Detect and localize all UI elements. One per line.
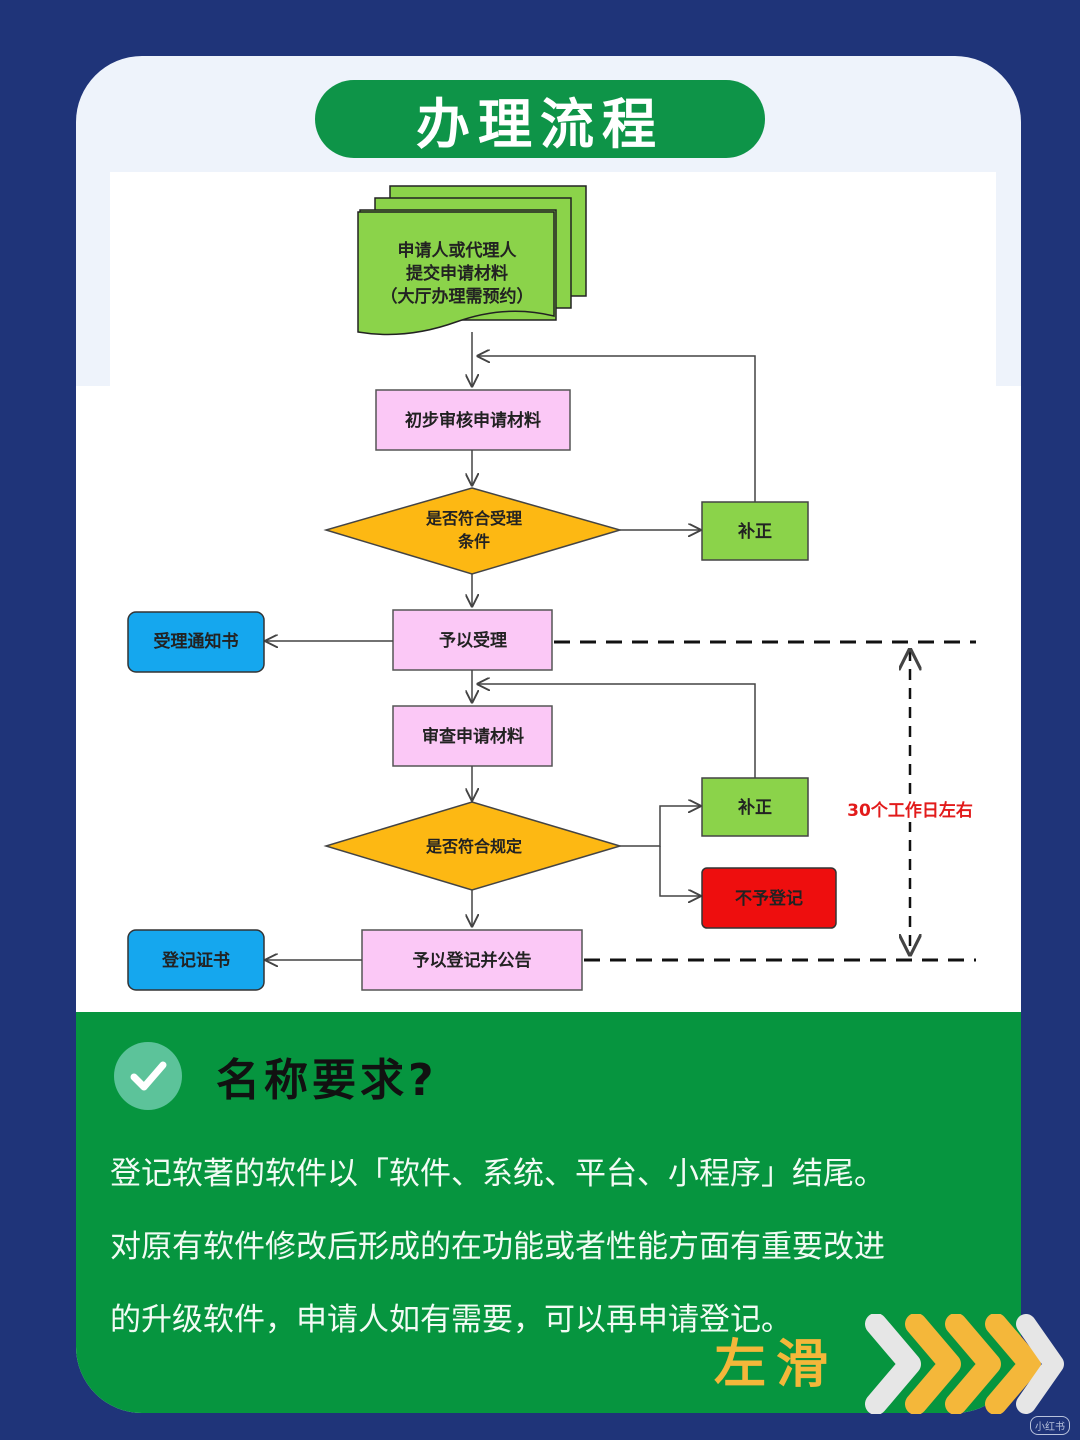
requirement-line-3: 的升级软件，申请人如有需要，可以再申请登记。 [110,1302,792,1338]
watermark: 小红书 [1030,1416,1070,1435]
content-card: 办理流程 申请人或代理人 提交申请材料 （大厅办理需预约） [76,56,1021,1413]
flowchart-svg: 申请人或代理人 提交申请材料 （大厅办理需预约） 初步审核申请材料 是否符合受理… [127,185,976,991]
accept-node: 予以受理 [392,609,553,671]
requirements-text: 登记软著的软件以「软件、系统、平台、小程序」结尾。 对原有软件修改后形成的在功能… [110,1138,990,1357]
flowchart: 申请人或代理人 提交申请材料 （大厅办理需预约） 初步审核申请材料 是否符合受理… [110,172,996,1014]
decision1-line-2: 条件 [457,532,490,551]
requirement-line-1: 登记软著的软件以「软件、系统、平台、小程序」结尾。 [110,1156,885,1192]
decision2-node: 是否符合规定 [323,801,623,891]
certificate-node: 登记证书 [127,929,265,991]
correct1-label: 补正 [737,521,772,542]
submit-document-node: 申请人或代理人 提交申请材料 （大厅办理需预约） [357,185,587,336]
reject-label: 不予登记 [735,888,803,909]
page-title: 办理流程 [315,80,765,158]
correct2-node: 补正 [701,777,809,837]
review2-node: 审查申请材料 [392,705,553,767]
register-node: 予以登记并公告 [361,929,583,991]
section-title: 名称要求? [216,1055,438,1106]
certificate-label: 登记证书 [161,950,230,971]
reject-node: 不予登记 [701,867,837,929]
correct2-label: 补正 [737,797,772,818]
submit-line-2: 提交申请材料 [406,263,508,284]
accept-label: 予以受理 [439,630,507,651]
requirement-line-2: 对原有软件修改后形成的在功能或者性能方面有重要改进 [110,1229,885,1265]
name-requirements-section: 名称要求? 登记软著的软件以「软件、系统、平台、小程序」结尾。 对原有软件修改后… [76,1012,1021,1413]
duration-label: 30个工作日左右 [847,800,973,821]
review1-label: 初步审核申请材料 [405,410,541,431]
decision1-node: 是否符合受理 条件 [323,487,623,575]
register-label: 予以登记并公告 [413,950,532,971]
review2-label: 审查申请材料 [422,726,524,747]
correct1-node: 补正 [701,501,809,561]
check-icon [114,1042,182,1110]
decision2-label: 是否符合规定 [425,837,522,856]
review1-node: 初步审核申请材料 [375,389,571,451]
submit-line-1: 申请人或代理人 [398,240,518,261]
notice-node: 受理通知书 [127,611,265,673]
notice-label: 受理通知书 [154,631,239,652]
submit-line-3: （大厅办理需预约） [381,286,534,307]
swipe-chevrons-icon[interactable] [858,1314,1068,1414]
swipe-left-label[interactable]: 左滑 [714,1335,839,1395]
decision1-line-1: 是否符合受理 [425,509,522,528]
